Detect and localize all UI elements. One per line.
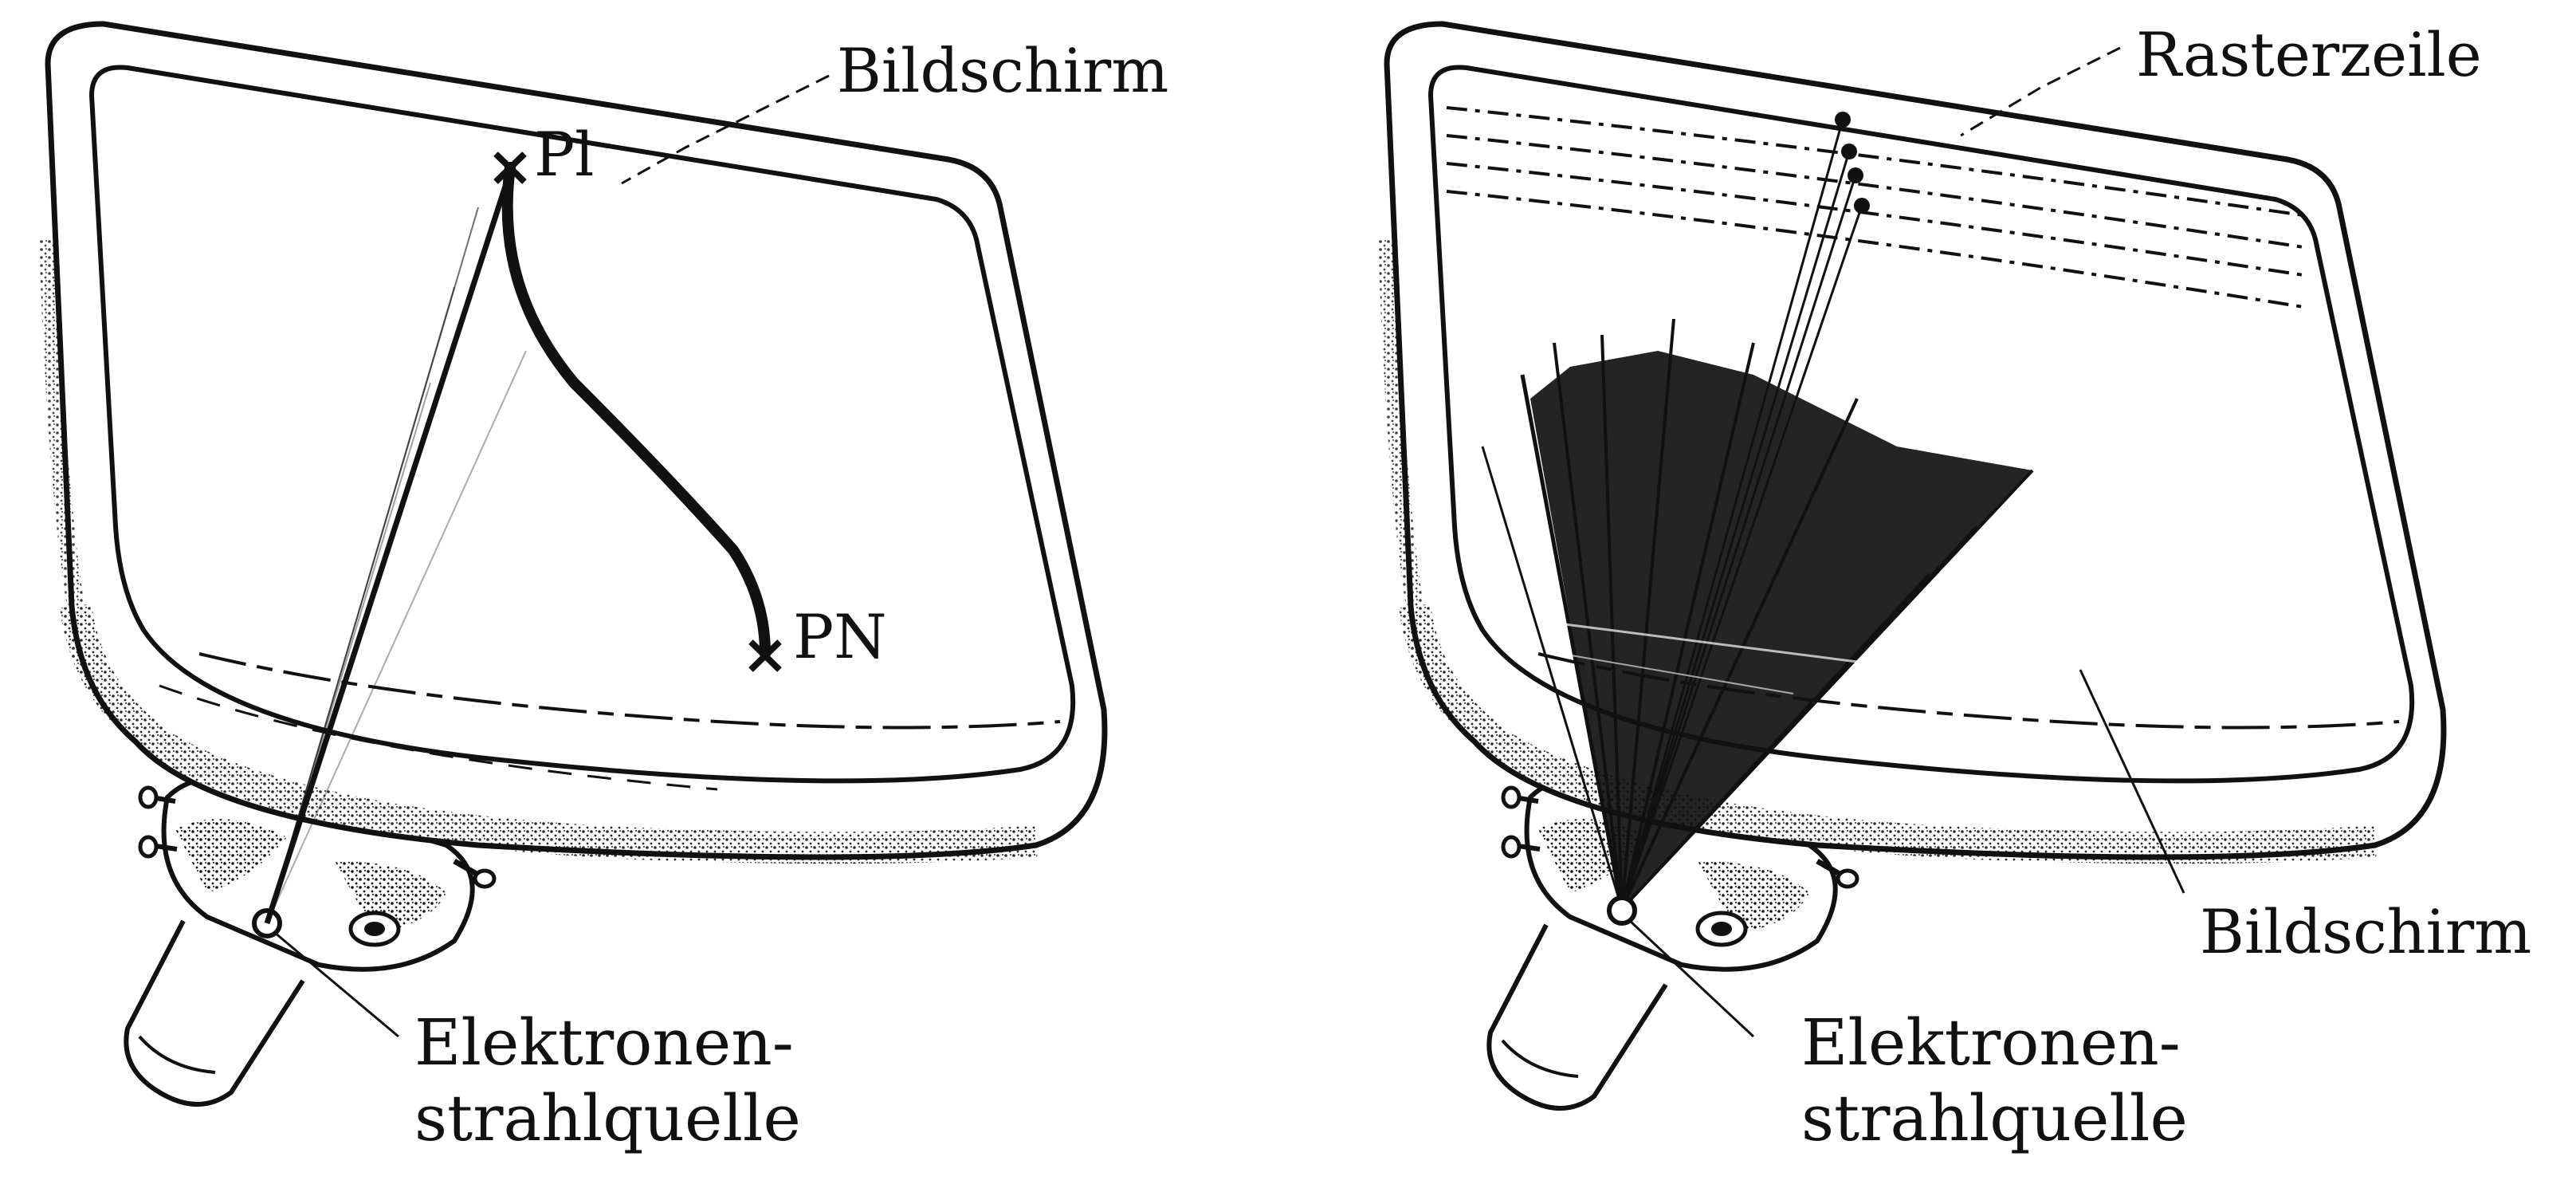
left-screen-leader — [621, 74, 830, 185]
left-screen — [88, 65, 1076, 784]
right-source-label-line1: Elektronen- — [1801, 1005, 2181, 1080]
pn-label: PN — [793, 601, 887, 672]
left-source-label-line2: strahlquelle — [414, 1081, 801, 1155]
right-tube-neck — [1486, 777, 1859, 1111]
raster-label: Rasterzeile — [2136, 19, 2482, 90]
left-electron-beam — [264, 170, 527, 925]
left-crt: Bildschirm Pl PN Elektronen- strahlquell… — [39, 21, 1168, 1155]
right-source-leader — [1628, 919, 1755, 1038]
right-electron-source-icon — [1607, 895, 1637, 926]
raster-lines — [1446, 106, 2304, 309]
right-source-label-line2: strahlquelle — [1801, 1081, 2188, 1155]
right-crt: Rasterzeile Bildschirm Elektronen- strah… — [1378, 19, 2531, 1155]
left-source-label-line1: Elektronen- — [414, 1005, 794, 1080]
right-screen-label: Bildschirm — [2200, 896, 2531, 967]
right-screen-leader — [2079, 669, 2185, 894]
left-tube-neck — [124, 777, 497, 1107]
p1-label: Pl — [534, 119, 594, 190]
left-screen-label: Bildschirm — [837, 35, 1168, 106]
left-beam-path-curve — [501, 162, 771, 659]
raster-leader — [1960, 46, 2121, 137]
right-beam-fan — [1481, 318, 2034, 911]
pn-marker-icon — [748, 639, 782, 672]
left-source-leader — [274, 931, 399, 1038]
p1-marker-icon — [493, 151, 527, 184]
